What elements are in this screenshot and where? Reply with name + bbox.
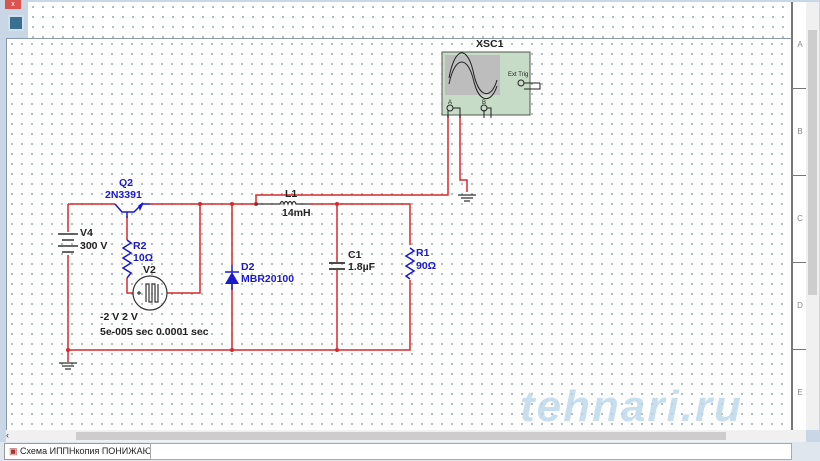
channel-b-label: B (482, 100, 486, 106)
vertical-scrollbar[interactable] (806, 2, 819, 430)
r1-ref: R1 (416, 247, 430, 259)
transistor-q2[interactable] (114, 202, 150, 218)
schematic-canvas[interactable] (6, 38, 793, 432)
ruler-zone: B (793, 89, 807, 176)
inductor-l1[interactable] (255, 200, 310, 206)
diode-d2[interactable] (225, 265, 239, 290)
close-button[interactable]: x (5, 0, 21, 9)
pulse-source-v2[interactable] (132, 275, 168, 311)
scroll-thumb[interactable] (76, 432, 726, 440)
resistor-r2[interactable] (121, 239, 133, 279)
v2-timing: 5e-005 sec 0.0001 sec (100, 326, 209, 338)
watermark: tehnari.ru (520, 382, 743, 431)
v4-value: 300 V (80, 240, 107, 252)
q2-value: 2N3391 (105, 189, 142, 201)
channel-a-label: A (448, 100, 452, 106)
scroll-thumb[interactable] (808, 30, 817, 295)
r2-ref: R2 (133, 240, 147, 252)
capacitor-c1[interactable] (329, 262, 345, 270)
oscilloscope-xsc1[interactable] (441, 51, 541, 118)
c1-ref: C1 (348, 249, 362, 261)
ground-icon (59, 194, 476, 370)
r1-value: 90Ω (416, 260, 436, 272)
tab-area (150, 443, 792, 460)
scroll-left-icon[interactable]: ‹ (6, 430, 9, 440)
ruler-zone: C (793, 176, 807, 263)
border-ruler: A B C D E (791, 2, 807, 430)
v2-levels: -2 V 2 V (100, 311, 138, 323)
xsc1-ref: XSC1 (476, 38, 504, 50)
battery-v4[interactable] (58, 233, 78, 253)
tab-bar: ▣ Схема ИППНкопия ПОНИЖАЮЩИЙ * (0, 442, 820, 461)
d2-value: MBR20100 (241, 273, 294, 285)
v4-ref: V4 (80, 227, 93, 239)
tab-label: Схема ИППНкопия ПОНИЖАЮЩИЙ * (20, 446, 180, 456)
c1-value: 1.8µF (348, 261, 376, 273)
ruler-zone: D (793, 263, 807, 350)
schematic-canvas-top (28, 2, 791, 38)
horizontal-scrollbar[interactable]: ‹ (6, 430, 806, 442)
r2-value: 10Ω (133, 252, 153, 264)
window-icon[interactable] (8, 15, 24, 31)
ruler-zone: E (797, 388, 803, 397)
ext-trig-label: Ext Trig (508, 72, 528, 78)
schematic-icon: ▣ (9, 446, 21, 456)
l1-value: 14mH (282, 207, 311, 219)
wires (67, 110, 468, 362)
q2-ref: Q2 (119, 177, 133, 189)
l1-ref: L1 (285, 188, 297, 200)
ruler-zone: A (793, 2, 807, 89)
v2-ref: V2 (143, 264, 156, 276)
resistor-r1[interactable] (404, 247, 416, 280)
d2-ref: D2 (241, 261, 255, 273)
